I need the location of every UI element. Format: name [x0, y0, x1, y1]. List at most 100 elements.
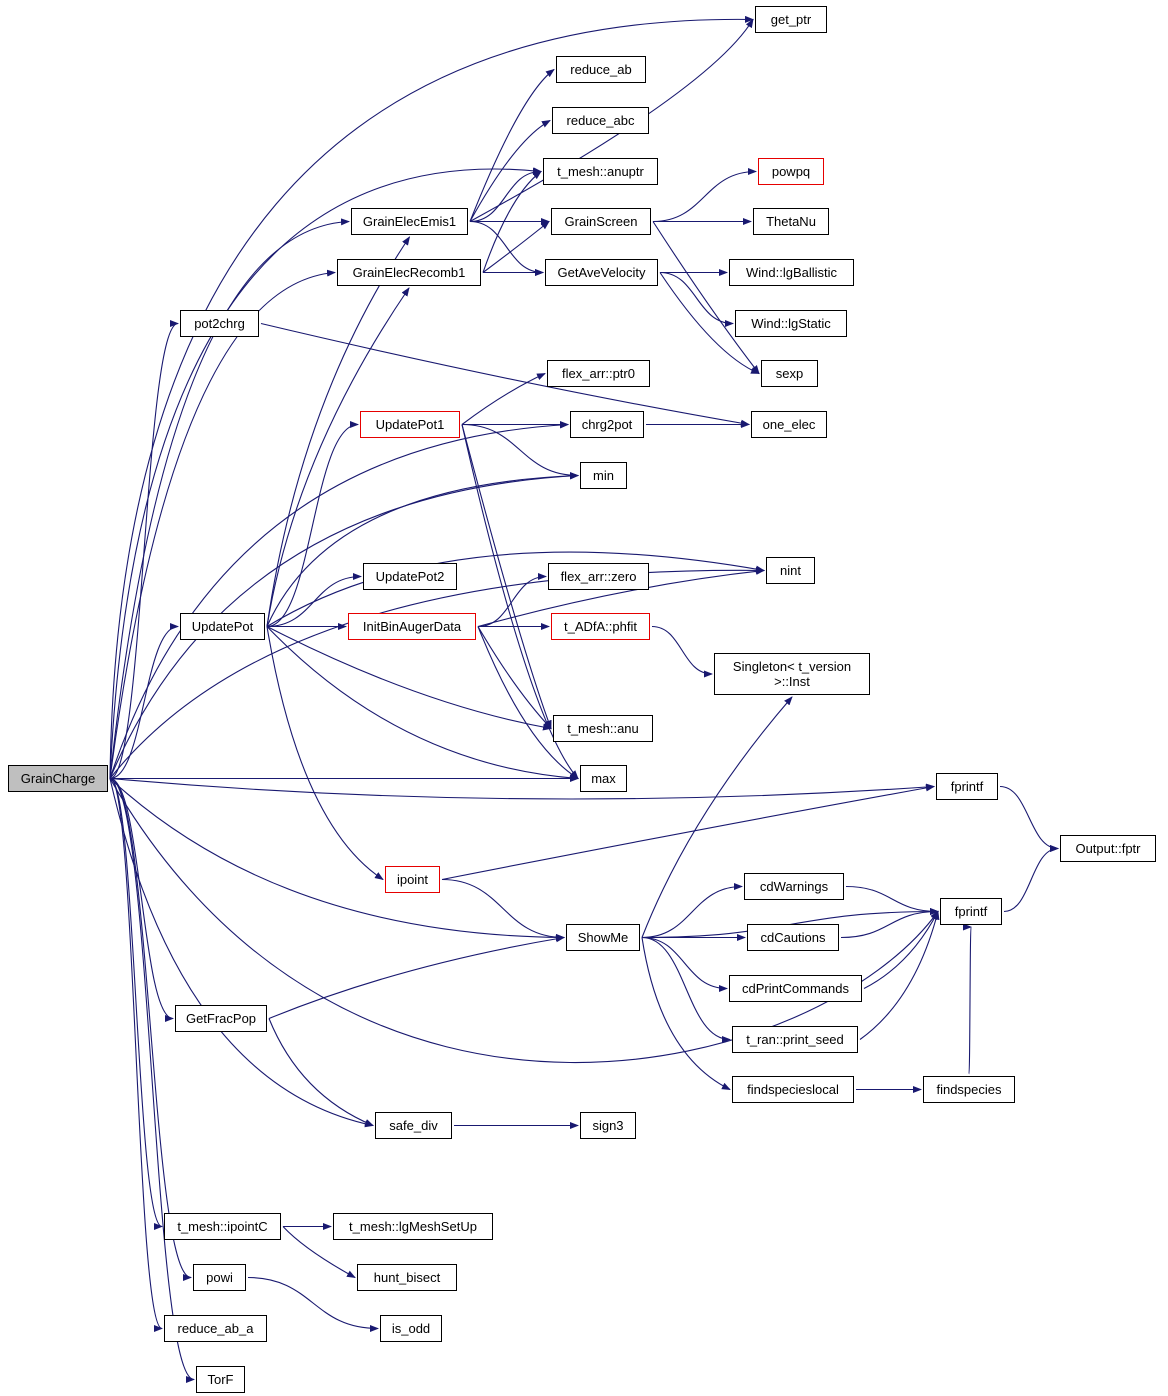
node-label: t_mesh::lgMeshSetUp — [349, 1219, 477, 1234]
node-findspecies[interactable]: findspecies — [923, 1076, 1015, 1103]
node-powpq[interactable]: powpq — [758, 158, 824, 185]
node-get_ptr[interactable]: get_ptr — [755, 6, 827, 33]
node-findspecieslocal[interactable]: findspecieslocal — [732, 1076, 854, 1103]
node-label: GrainCharge — [20, 771, 96, 786]
node-ipointC[interactable]: t_mesh::ipointC — [164, 1213, 281, 1240]
edge-GrainCharge-fprintf_top — [109, 777, 935, 800]
node-label: UpdatePot2 — [375, 569, 445, 584]
node-label: one_elec — [762, 417, 816, 432]
node-fprintf_bot[interactable]: fprintf — [940, 898, 1002, 925]
edge-ipointC-hunt_bisect — [282, 1226, 356, 1278]
node-nint[interactable]: nint — [766, 557, 815, 584]
node-safe_div[interactable]: safe_div — [375, 1112, 452, 1139]
node-GrainCharge[interactable]: GrainCharge — [8, 765, 108, 792]
node-label: chrg2pot — [581, 417, 633, 432]
node-sexp[interactable]: sexp — [761, 360, 818, 387]
node-label: reduce_abc — [566, 113, 635, 128]
node-phfit[interactable]: t_ADfA::phfit — [551, 613, 650, 640]
node-label: is_odd — [391, 1321, 431, 1336]
edge-GrainElecRecomb1-anuptr — [482, 170, 542, 273]
node-anu[interactable]: t_mesh::anu — [553, 715, 653, 742]
node-Inst[interactable]: Singleton< t_version>::Inst — [714, 653, 870, 695]
edge-GrainCharge-TorF — [109, 777, 195, 1383]
node-fprintf_top[interactable]: fprintf — [936, 773, 998, 800]
node-chrg2pot[interactable]: chrg2pot — [570, 411, 644, 438]
node-max[interactable]: max — [580, 765, 627, 792]
edge-UpdatePot1-min — [461, 423, 579, 479]
node-cdWarnings[interactable]: cdWarnings — [744, 873, 844, 900]
edge-fprintf_bot-fptr — [1003, 845, 1059, 913]
edge-GrainCharge-nint — [109, 566, 765, 779]
node-GrainElecRecomb1[interactable]: GrainElecRecomb1 — [337, 259, 481, 286]
node-label: Output::fptr — [1075, 841, 1141, 856]
node-zero[interactable]: flex_arr::zero — [548, 563, 649, 590]
node-cdPrintCommands[interactable]: cdPrintCommands — [729, 975, 862, 1002]
node-label: t_mesh::ipointC — [177, 1219, 268, 1234]
edge-ShowMe-findspecieslocal — [641, 937, 731, 1090]
node-sign3[interactable]: sign3 — [580, 1112, 636, 1139]
node-label: >::Inst — [774, 674, 810, 689]
edge-ShowMe-cdPrintCommands — [641, 936, 728, 992]
node-label: get_ptr — [770, 12, 812, 27]
node-fptr[interactable]: Output::fptr — [1060, 835, 1156, 862]
node-UpdatePot1[interactable]: UpdatePot1 — [360, 411, 460, 438]
edge-print_seed-fprintf_bot — [859, 910, 940, 1040]
node-label: fprintf — [954, 904, 988, 919]
edge-GetFracPop-safe_div — [268, 1018, 374, 1127]
node-GetFracPop[interactable]: GetFracPop — [175, 1005, 267, 1032]
node-UpdatePot2[interactable]: UpdatePot2 — [363, 563, 457, 590]
node-label: pot2chrg — [194, 316, 245, 331]
node-print_seed[interactable]: t_ran::print_seed — [732, 1026, 858, 1053]
node-InitBinAugerData[interactable]: InitBinAugerData — [348, 613, 476, 640]
node-GetAveVelocity[interactable]: GetAveVelocity — [545, 259, 658, 286]
node-pot2chrg[interactable]: pot2chrg — [180, 310, 259, 337]
node-reduce_ab[interactable]: reduce_ab — [556, 56, 646, 83]
node-label: GetFracPop — [185, 1011, 257, 1026]
node-lgStatic[interactable]: Wind::lgStatic — [735, 310, 847, 337]
node-label: nint — [780, 563, 801, 578]
node-label: cdPrintCommands — [742, 981, 849, 996]
node-powi[interactable]: powi — [193, 1264, 246, 1291]
node-lgBallistic[interactable]: Wind::lgBallistic — [729, 259, 854, 286]
edge-GrainElecEmis1-reduce_ab — [469, 68, 555, 222]
node-label: ShowMe — [577, 930, 629, 945]
node-TorF[interactable]: TorF — [196, 1366, 245, 1393]
node-ipoint[interactable]: ipoint — [385, 866, 440, 893]
edge-UpdatePot1-ptr0 — [461, 373, 546, 425]
edge-InitBinAugerData-max — [477, 626, 579, 780]
node-hunt_bisect[interactable]: hunt_bisect — [357, 1264, 457, 1291]
node-label: GrainElecRecomb1 — [352, 265, 466, 280]
node-GrainScreen[interactable]: GrainScreen — [551, 208, 651, 235]
edge-GrainCharge-GrainElecEmis1 — [109, 218, 350, 779]
edge-UpdatePot-min — [266, 472, 579, 627]
node-reduce_abc[interactable]: reduce_abc — [552, 107, 649, 134]
edge-GetAveVelocity-sexp — [659, 272, 760, 375]
node-label: max — [591, 771, 616, 786]
node-anuptr[interactable]: t_mesh::anuptr — [543, 158, 658, 185]
node-label: GrainScreen — [564, 214, 638, 229]
edge-UpdatePot-UpdatePot1 — [266, 421, 359, 628]
node-lgMeshSetUp[interactable]: t_mesh::lgMeshSetUp — [333, 1213, 493, 1240]
edge-powi-is_odd — [247, 1276, 379, 1332]
node-one_elec[interactable]: one_elec — [751, 411, 827, 438]
node-label: ipoint — [396, 872, 429, 887]
edge-GrainCharge-ipointC — [109, 777, 163, 1230]
node-ThetaNu[interactable]: ThetaNu — [753, 208, 829, 235]
node-ptr0[interactable]: flex_arr::ptr0 — [547, 360, 650, 387]
edge-GrainCharge-reduce_ab_a — [109, 777, 163, 1332]
edge-phfit-Inst — [651, 625, 713, 678]
edge-GrainElecRecomb1-GrainScreen — [482, 220, 550, 273]
node-min[interactable]: min — [580, 462, 627, 489]
edge-GrainCharge-powi — [109, 777, 192, 1281]
node-label: flex_arr::ptr0 — [562, 366, 635, 381]
edge-GetAveVelocity-lgStatic — [659, 271, 734, 327]
node-ShowMe[interactable]: ShowMe — [566, 924, 640, 951]
node-label: reduce_ab_a — [177, 1321, 254, 1336]
node-reduce_ab_a[interactable]: reduce_ab_a — [164, 1315, 267, 1342]
node-label: t_ran::print_seed — [746, 1032, 844, 1047]
node-UpdatePot[interactable]: UpdatePot — [180, 613, 265, 640]
edge-pot2chrg-one_elec — [260, 322, 750, 427]
node-cdCautions[interactable]: cdCautions — [747, 924, 839, 951]
node-is_odd[interactable]: is_odd — [380, 1315, 442, 1342]
node-GrainElecEmis1[interactable]: GrainElecEmis1 — [351, 208, 468, 235]
